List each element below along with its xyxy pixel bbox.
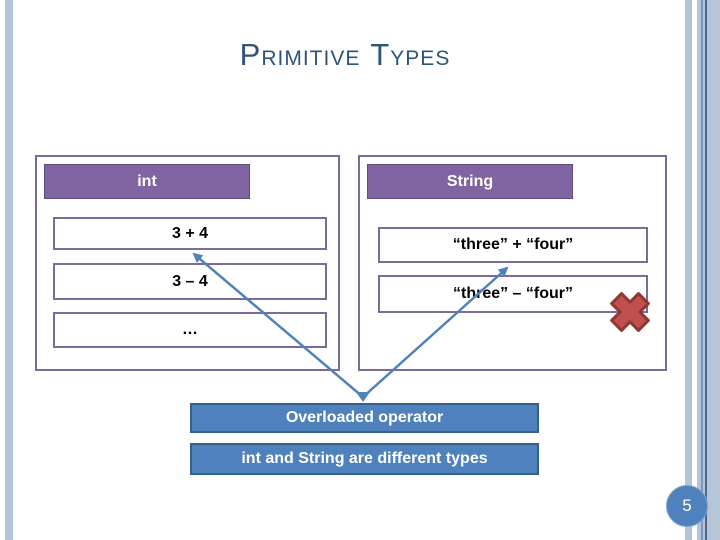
int-expression-row: 3 – 4	[53, 263, 327, 300]
string-panel-header: String	[367, 164, 573, 199]
right-accent-line-2	[705, 0, 707, 540]
different-types-callout: int and String are different types	[190, 443, 539, 475]
overloaded-operator-callout: Overloaded operator	[190, 403, 539, 433]
red-x-icon	[610, 292, 650, 332]
title-word-types: Types	[370, 37, 451, 72]
slide-title: Primitive Types	[0, 37, 690, 73]
string-expression-row: “three” + “four”	[378, 227, 648, 263]
int-panel-header: int	[44, 164, 250, 199]
title-word-primitive: Primitive	[239, 37, 361, 72]
right-accent-line-1	[701, 0, 703, 540]
left-accent-bar	[5, 0, 13, 540]
page-number-badge: 5	[666, 485, 708, 527]
string-panel: String “three” + “four” “three” – “four”	[358, 155, 667, 371]
int-expression-row: 3 + 4	[53, 217, 327, 250]
connector-base-arrowhead	[356, 392, 370, 402]
int-panel: int 3 + 4 3 – 4 …	[35, 155, 340, 371]
int-expression-row: …	[53, 312, 327, 348]
right-accent-bar	[685, 0, 692, 540]
